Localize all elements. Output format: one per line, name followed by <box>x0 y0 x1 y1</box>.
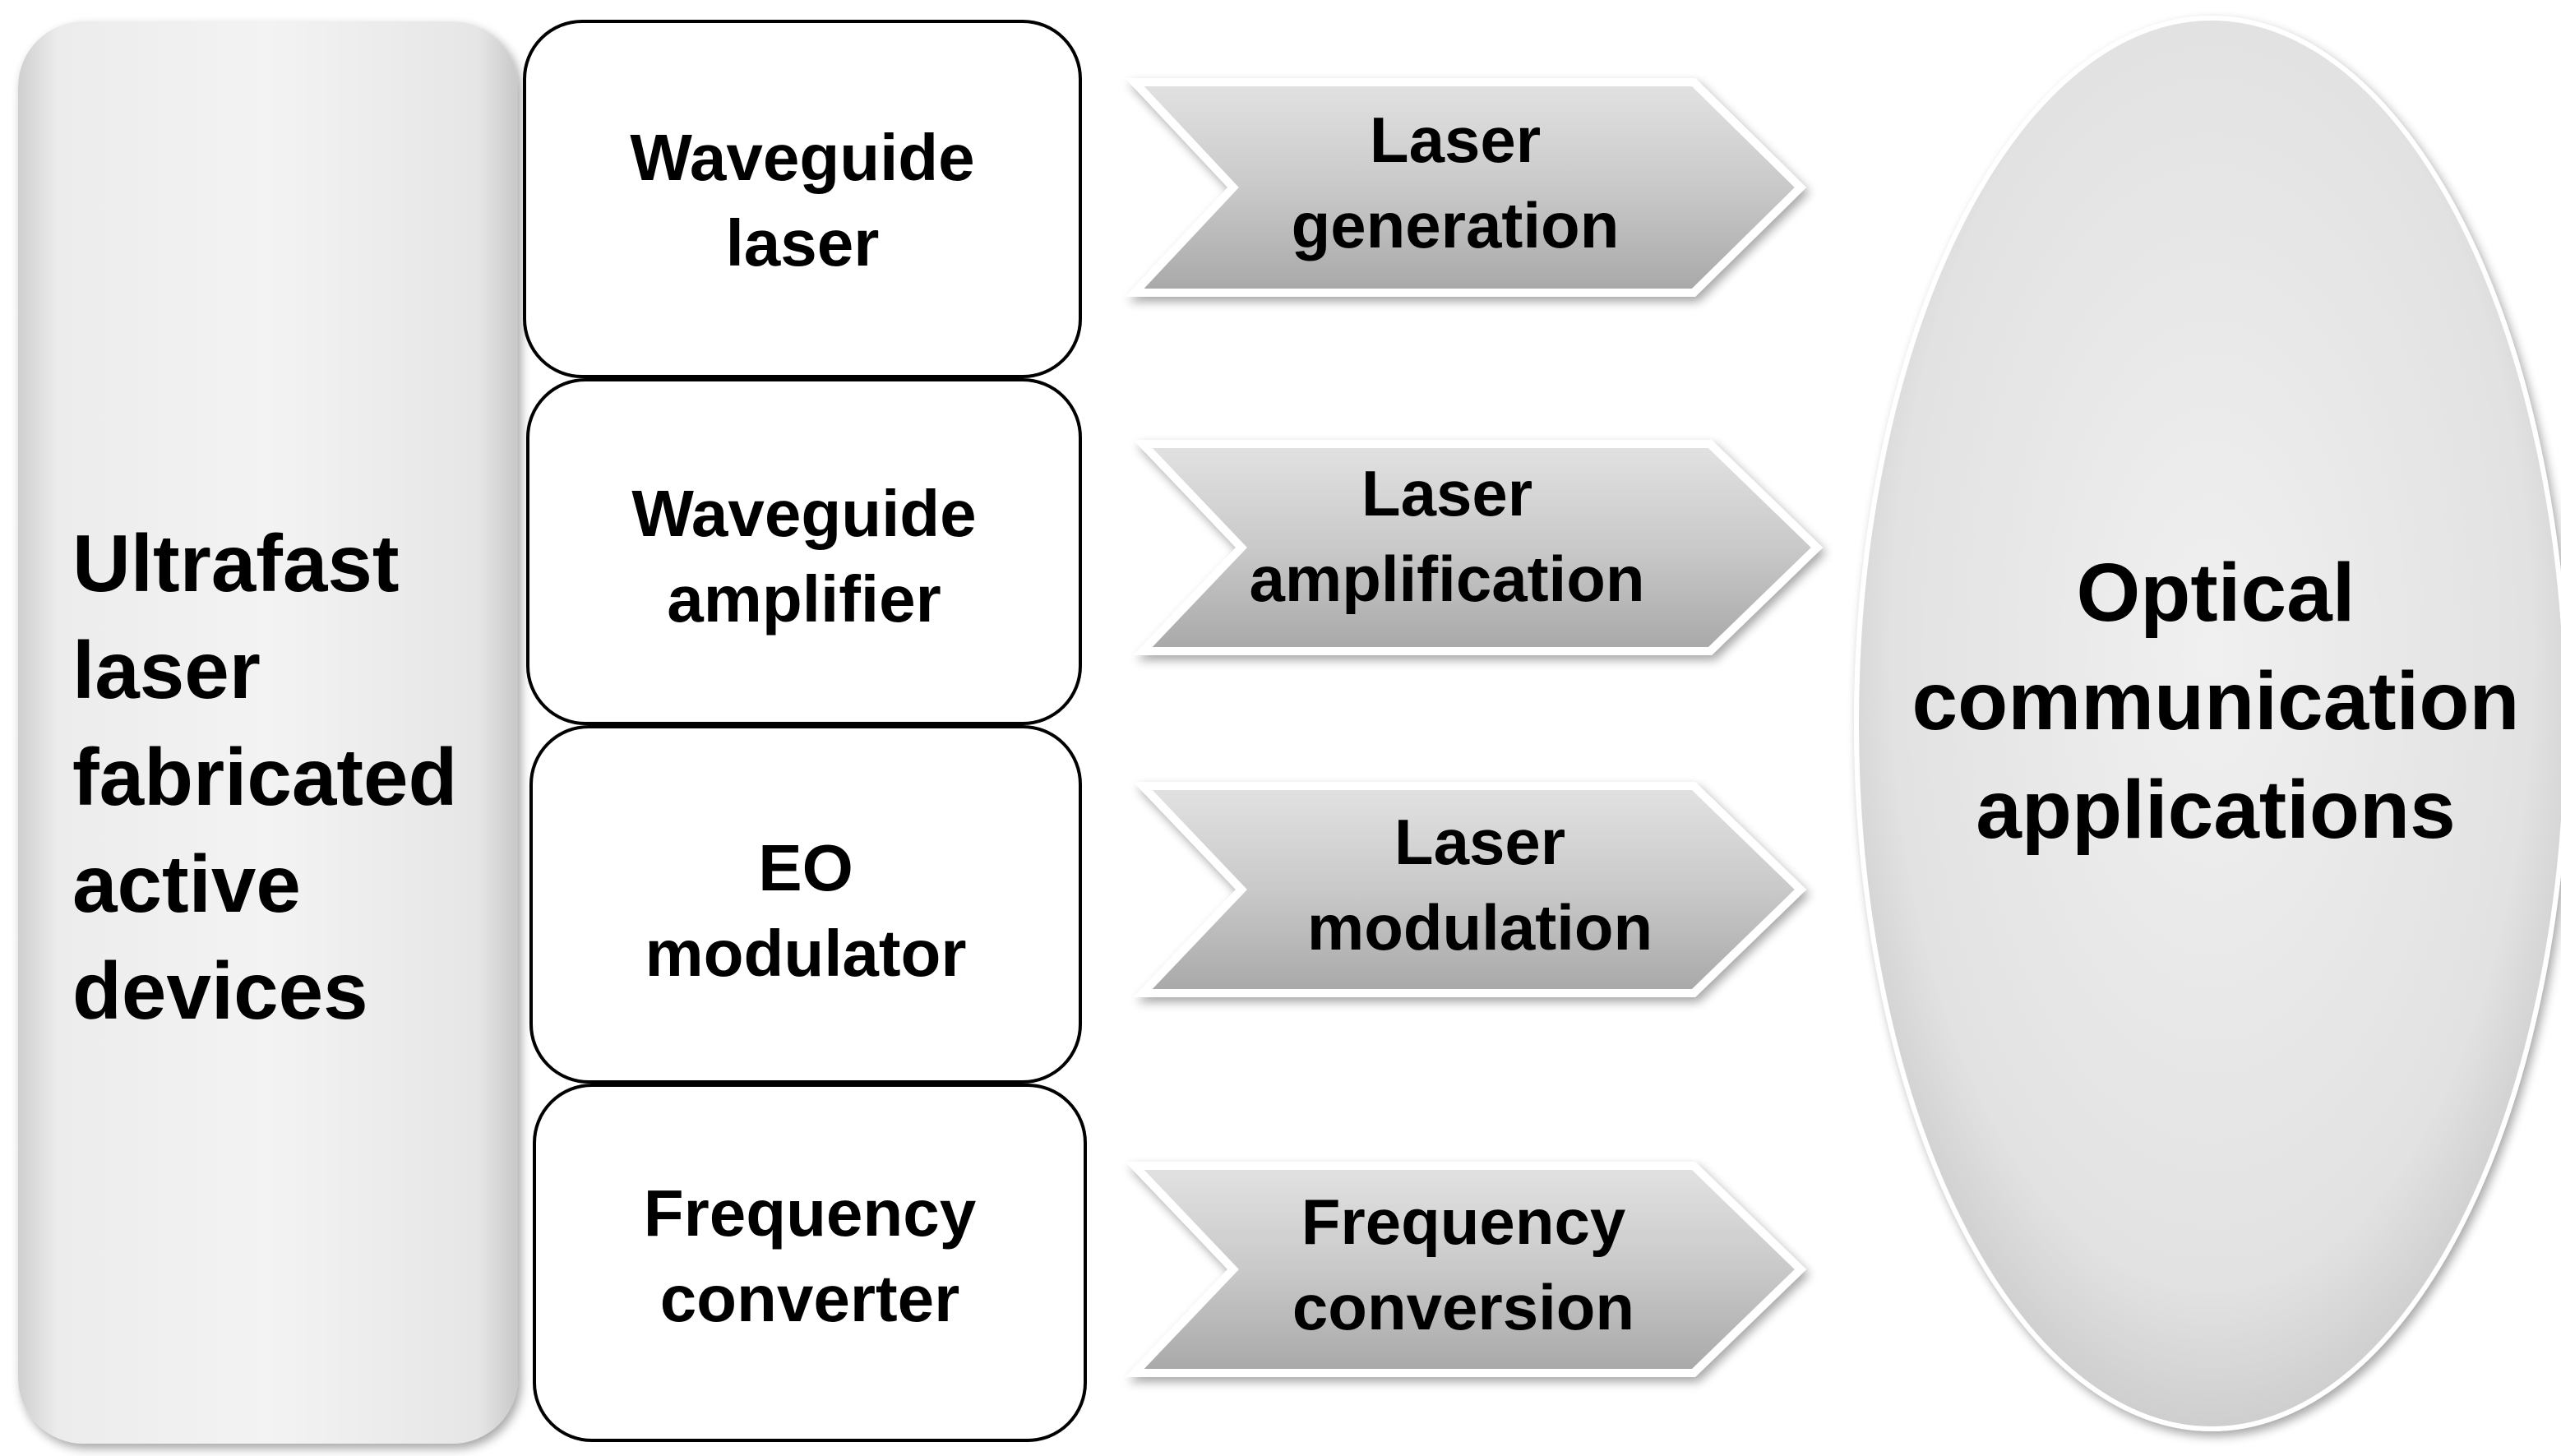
device-label-waveguide-amplifier: Waveguide amplifier <box>631 477 977 636</box>
chevron-arrow-laser-modulation <box>1133 782 1807 997</box>
function-label-laser-amplification: Laser amplification <box>1249 457 1645 615</box>
device-box-waveguide-laser <box>523 20 1082 378</box>
left-panel-shape <box>18 21 518 1444</box>
target-ellipse-shape <box>1854 16 2561 1431</box>
chevron-arrow-laser-amplification <box>1133 440 1824 655</box>
left-panel-label: Ultrafast laser fabricated active device… <box>72 518 458 1036</box>
function-label-laser-modulation: Laser modulation <box>1306 806 1653 964</box>
device-label-eo-modulator: EO modulator <box>645 831 967 990</box>
chevron-arrow-frequency-conversion <box>1125 1162 1807 1377</box>
target-ellipse-label: Optical communication applications <box>1912 547 2520 856</box>
function-label-laser-generation: Laser generation <box>1291 104 1620 261</box>
device-box-frequency-converter <box>533 1084 1087 1442</box>
device-label-frequency-converter: Frequency converter <box>643 1176 977 1335</box>
function-label-frequency-conversion: Frequency conversion <box>1292 1186 1635 1343</box>
device-label-waveguide-laser: Waveguide laser <box>630 121 975 280</box>
chevron-arrow-laser-generation <box>1125 78 1807 297</box>
device-box-waveguide-amplifier <box>526 378 1082 725</box>
device-box-eo-modulator <box>529 725 1082 1084</box>
